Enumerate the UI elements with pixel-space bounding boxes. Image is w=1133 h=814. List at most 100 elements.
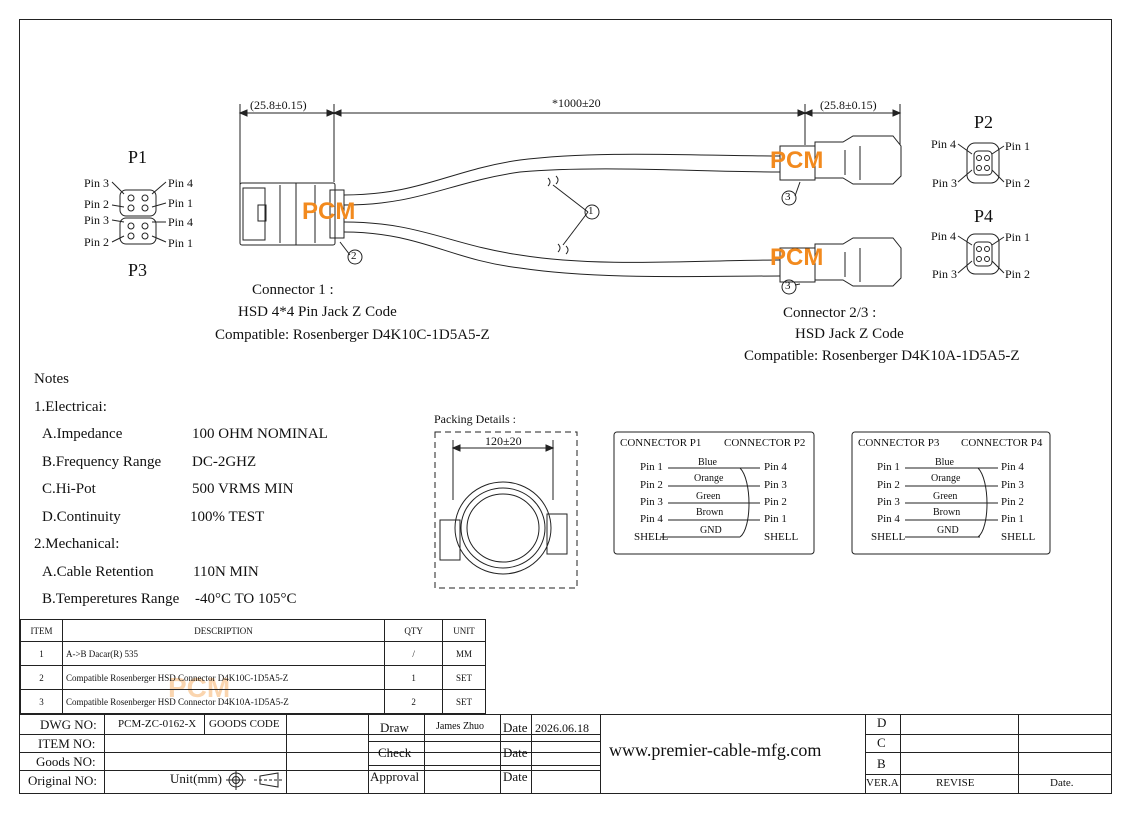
item-no-label: ITEM NO: bbox=[38, 736, 96, 751]
wiring1-right-header: CONNECTOR P2 bbox=[724, 437, 806, 449]
wiring1-left-pin: SHELL bbox=[634, 531, 669, 543]
title-block-top-line bbox=[20, 714, 1112, 715]
note-value: DC-2GHZ bbox=[192, 454, 257, 470]
rev-b: B bbox=[877, 756, 886, 771]
rev-c: C bbox=[877, 735, 886, 750]
note-label: B.Frequency Range bbox=[42, 454, 162, 470]
wiring2-left-pin: SHELL bbox=[871, 531, 906, 543]
p3-pin-rt: Pin 4 bbox=[168, 215, 194, 229]
note-value: 100 OHM NOMINAL bbox=[192, 426, 328, 442]
note-value: 110N MIN bbox=[193, 564, 259, 580]
tb-vline bbox=[500, 714, 501, 794]
wiring1-color: Orange bbox=[694, 473, 724, 484]
p1-pin-rt: Pin 4 bbox=[168, 176, 194, 190]
bom-description: Compatible Rosenberger HSD Connector D4K… bbox=[61, 689, 386, 714]
tb-vline bbox=[104, 714, 105, 794]
title-block-line bbox=[20, 734, 600, 735]
wiring2-right-pin: SHELL bbox=[1001, 531, 1036, 543]
tb-vline bbox=[204, 714, 205, 734]
bom-item: 3 bbox=[20, 689, 63, 714]
p2-pin-rb: Pin 2 bbox=[1005, 176, 1031, 190]
watermark-pcm-2: PCM bbox=[770, 147, 824, 174]
connector23-title: Connector 2/3 : bbox=[783, 305, 877, 321]
p2-pin-lb: Pin 3 bbox=[932, 176, 958, 190]
bom-table: ITEM DESCRIPTION QTY UNIT 1 A->B Dacar(R… bbox=[20, 619, 486, 714]
callout-1-circle bbox=[584, 204, 600, 220]
p4-label: P4 bbox=[974, 206, 994, 226]
bom-header-unit: UNIT bbox=[442, 619, 486, 642]
dim-right: (25.8±0.15) bbox=[820, 98, 877, 112]
p1-pin-rb: Pin 1 bbox=[168, 196, 194, 210]
wiring2-left-pin: Pin 4 bbox=[877, 513, 900, 525]
check-label: Check bbox=[378, 745, 412, 760]
wiring1-right-pin: Pin 4 bbox=[764, 461, 787, 473]
wiring2-right-pin: Pin 2 bbox=[1001, 496, 1024, 508]
p4-pin-lb: Pin 3 bbox=[932, 267, 958, 281]
wiring2-color: Brown bbox=[933, 507, 961, 518]
bom-header-item: ITEM bbox=[20, 619, 63, 642]
wiring1-color: Blue bbox=[698, 457, 717, 468]
p3-pin-lt: Pin 3 bbox=[84, 213, 110, 227]
note-value: -40°C TO 105°C bbox=[195, 591, 297, 607]
wiring1-right-pin: Pin 3 bbox=[764, 479, 787, 491]
rev-d: D bbox=[877, 715, 887, 730]
wiring2-left-pin: Pin 3 bbox=[877, 496, 900, 508]
revise-label: REVISE bbox=[936, 777, 975, 789]
p1-label: P1 bbox=[128, 147, 148, 167]
approval-date-label: Date bbox=[503, 769, 528, 784]
note-label: D.Continuity bbox=[42, 509, 121, 525]
packing-length: 120±20 bbox=[485, 434, 522, 448]
bom-unit: SET bbox=[442, 665, 486, 690]
tb-line-mid bbox=[368, 765, 600, 766]
watermark-pcm-3: PCM bbox=[770, 244, 824, 271]
connector23-type: HSD Jack Z Code bbox=[795, 326, 904, 342]
wiring1-color: Green bbox=[696, 491, 721, 502]
website-link[interactable]: www.premier-cable-mfg.com bbox=[609, 740, 822, 760]
wiring2-right-header: CONNECTOR P4 bbox=[961, 437, 1043, 449]
callout-1: 1 bbox=[588, 205, 594, 217]
note-label: A.Impedance bbox=[42, 426, 123, 442]
dim-cable: *1000±20 bbox=[552, 96, 601, 110]
electrical-heading: 1.Electricai: bbox=[34, 399, 107, 415]
date-col-label: Date. bbox=[1050, 777, 1074, 789]
wiring1-left-pin: Pin 2 bbox=[640, 479, 663, 491]
check-date-label: Date bbox=[503, 745, 528, 760]
p2-pin-rt: Pin 1 bbox=[1005, 139, 1031, 153]
title-block-line bbox=[865, 774, 1112, 775]
callout-2: 2 bbox=[351, 250, 357, 262]
wiring1-color: GND bbox=[700, 525, 722, 536]
bom-header-row: ITEM DESCRIPTION QTY UNIT bbox=[20, 619, 486, 642]
tb-vline bbox=[368, 714, 369, 794]
wiring1-right-pin: Pin 2 bbox=[764, 496, 787, 508]
bom-item: 1 bbox=[20, 641, 63, 666]
title-block-line bbox=[865, 752, 1112, 753]
watermark-pcm-1: PCM bbox=[302, 198, 356, 225]
wiring2-left-header: CONNECTOR P3 bbox=[858, 437, 940, 449]
original-no-label: Original NO: bbox=[28, 773, 97, 788]
dwg-no-label: DWG NO: bbox=[40, 717, 97, 732]
note-label: C.Hi-Pot bbox=[42, 481, 96, 497]
tb-vline bbox=[900, 714, 901, 794]
wiring1-left-pin: Pin 3 bbox=[640, 496, 663, 508]
table-row: 1 A->B Dacar(R) 535 / MM bbox=[20, 641, 486, 666]
bom-description: A->B Dacar(R) 535 bbox=[61, 641, 386, 666]
table-row: 2 Compatible Rosenberger HSD Connector D… bbox=[20, 665, 486, 690]
p4-pin-rb: Pin 2 bbox=[1005, 267, 1031, 281]
draw-date: 2026.06.18 bbox=[535, 721, 589, 735]
tb-vline bbox=[531, 714, 532, 794]
wiring2-left-pin: Pin 2 bbox=[877, 479, 900, 491]
wiring2-right-pin: Pin 4 bbox=[1001, 461, 1024, 473]
note-value: 100% TEST bbox=[190, 509, 265, 525]
packing-title: Packing Details : bbox=[434, 412, 516, 426]
connector1-type: HSD 4*4 Pin Jack Z Code bbox=[238, 304, 397, 320]
note-value: 500 VRMS MIN bbox=[192, 481, 294, 497]
p4-pin-rt: Pin 1 bbox=[1005, 230, 1031, 244]
wiring1-left-pin: Pin 1 bbox=[640, 461, 663, 473]
goods-no-label: Goods NO: bbox=[36, 754, 96, 769]
draw-name: James Zhuo bbox=[436, 721, 485, 732]
title-block-line bbox=[20, 752, 600, 753]
draw-date-label: Date bbox=[503, 720, 528, 735]
bom-description: Compatible Rosenberger HSD Connector D4K… bbox=[61, 665, 386, 690]
goods-code-label: GOODS CODE bbox=[209, 718, 280, 730]
